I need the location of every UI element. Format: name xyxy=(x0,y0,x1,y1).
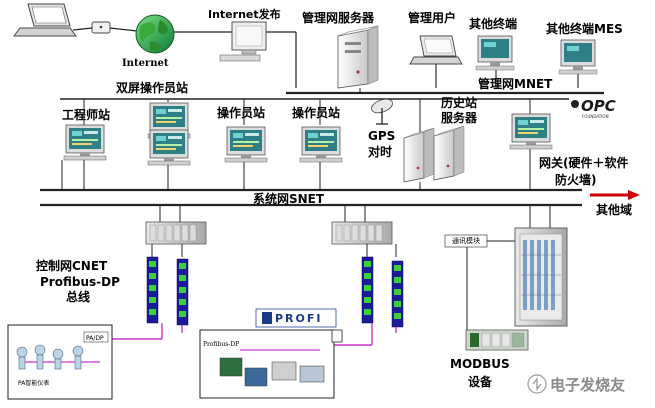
control-net-label: 控制网CNET xyxy=(36,258,108,273)
profibus-logo-text: PROFI xyxy=(275,312,323,325)
dual-screen-pc-bottom xyxy=(147,129,191,166)
history-server-towers xyxy=(403,125,465,183)
opc-logo-subtext: FOUNDATION xyxy=(582,114,609,119)
watermark-logo: 电子发烧友 xyxy=(527,374,625,394)
modbus-device-label: 设备 xyxy=(468,374,493,389)
other-terminal-label: 其他终端 xyxy=(469,16,517,31)
mes-terminal-pc xyxy=(558,39,598,75)
comm-module-label: 通讯模块 xyxy=(452,236,480,245)
profibus-connector xyxy=(331,329,343,343)
bus-label: 总线 xyxy=(66,289,90,304)
cable-laptop-hub xyxy=(72,27,93,31)
other-terminal-mes-label: 其他终端MES xyxy=(546,21,623,36)
pa-dp-coupler xyxy=(83,331,109,343)
operator-station-2-pc xyxy=(299,126,343,163)
internet-label: Internet xyxy=(122,58,169,69)
io-rail-1a xyxy=(146,256,159,324)
system-net-label: 系统网SNET xyxy=(253,191,325,206)
watermark-text: 电子发烧友 xyxy=(550,376,625,394)
mgmt-server-label: 管理网服务器 xyxy=(302,10,375,25)
modbus-device xyxy=(465,329,529,351)
gps-dish-icon xyxy=(371,98,393,125)
mgmt-user-laptop xyxy=(409,35,463,65)
other-domain-label: 其他域 xyxy=(596,202,632,217)
engineer-station-label: 工程师站 xyxy=(62,107,110,122)
operator-station-1-pc xyxy=(224,126,268,163)
profibus-pink-bus xyxy=(112,323,397,346)
controller-1-chassis xyxy=(145,221,207,245)
dual-screen-station-label: 双屏操作员站 xyxy=(116,80,188,95)
other-domain-arrow-icon xyxy=(590,190,640,200)
history-server-label: 服务器 xyxy=(441,110,478,125)
io-rail-2b xyxy=(391,260,404,328)
io-rail-2a xyxy=(361,256,374,324)
internet-publish-label: Internet发布 xyxy=(208,7,281,21)
gps-time-label: 对时 xyxy=(368,144,392,159)
network-hub xyxy=(91,21,111,34)
controller-2-chassis xyxy=(331,221,393,245)
gateway-label: 网关(硬件＋软件 xyxy=(539,155,629,170)
gps-label: GPS xyxy=(368,129,395,143)
profibus-dp-label: Profibus-DP xyxy=(40,275,120,289)
pa-instrument-label: PA智能仪表 xyxy=(18,379,49,387)
engineer-station-pc xyxy=(63,124,107,161)
operator-station-2-label: 操作员站 xyxy=(292,105,340,120)
internet-publish-monitor xyxy=(219,21,267,62)
other-terminal-pc xyxy=(475,35,515,71)
modbus-label: MODBUS xyxy=(450,357,510,371)
gateway-pc xyxy=(509,113,553,150)
profibus-logo: PROFI xyxy=(255,308,337,328)
io-rail-1b xyxy=(176,258,189,326)
pa-instruments xyxy=(16,344,84,370)
opc-logo-text: OPC xyxy=(581,97,616,115)
control-cabinet xyxy=(514,227,568,327)
internet-globe-icon xyxy=(135,14,175,54)
gateway-firewall-label: 防火墙) xyxy=(555,172,597,187)
profibus-dp-small-label: Profibus-DP xyxy=(203,341,239,348)
mgmt-net-label: 管理网MNET xyxy=(478,76,553,91)
pa-device-frame xyxy=(7,324,113,400)
profibus-device-frame xyxy=(199,329,335,399)
laptop-internet xyxy=(13,3,77,37)
mgmt-server-tower xyxy=(337,25,379,89)
opc-foundation-logo: OPC FOUNDATION xyxy=(569,96,617,119)
operator-station-1-label: 操作员站 xyxy=(217,105,265,120)
profibus-io-devices xyxy=(219,357,325,387)
pa-dp-label: PA/DP xyxy=(86,335,104,342)
history-station-label: 历史站 xyxy=(441,95,477,110)
mgmt-user-label: 管理用户 xyxy=(408,10,456,25)
cable-hub-globe xyxy=(109,27,138,32)
